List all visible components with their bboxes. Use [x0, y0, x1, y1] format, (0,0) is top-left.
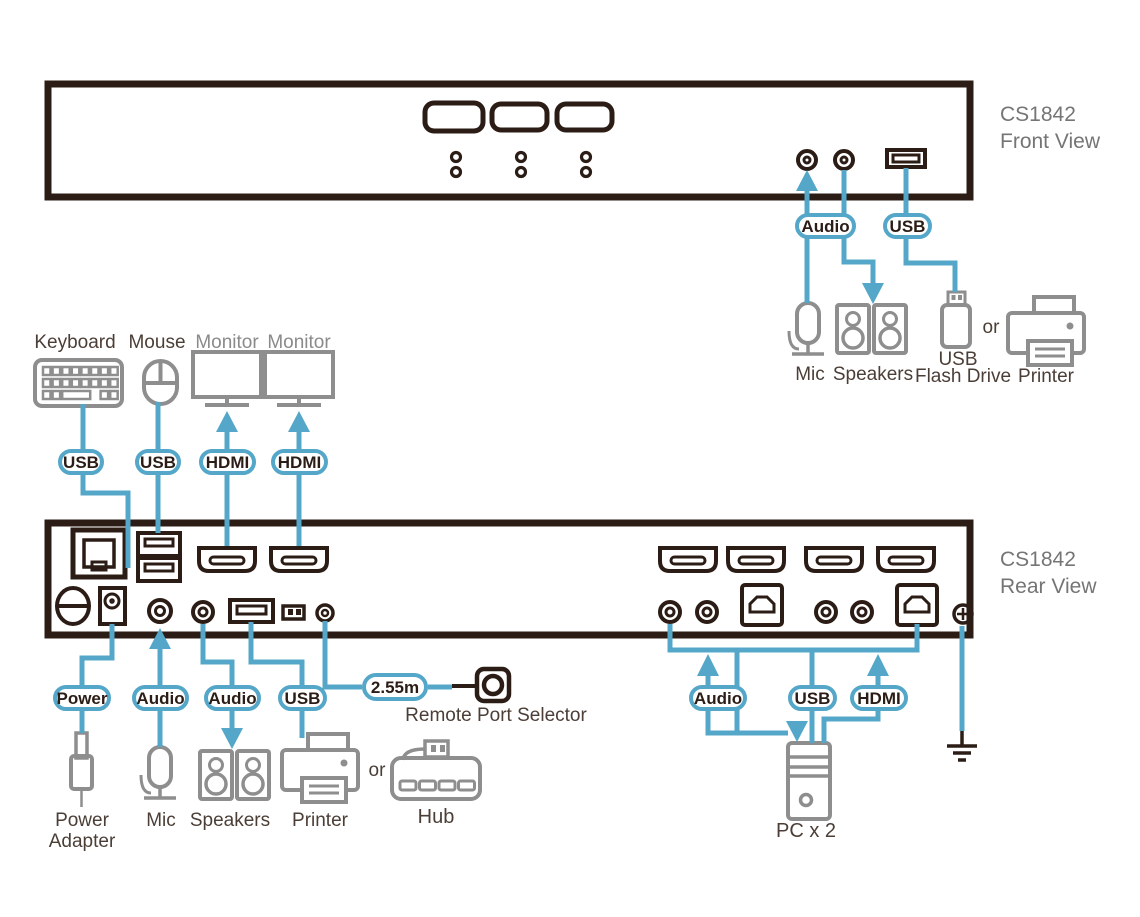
cable-power	[79, 624, 115, 733]
arrow-up-rear-mic	[149, 628, 171, 649]
rear-panel-outline	[44, 519, 974, 639]
mouse-label: Mouse	[128, 332, 186, 353]
pc-audio-jack-icon	[658, 600, 874, 624]
rear-audio-jack-icon	[147, 598, 215, 624]
flash-drive-label-line1: USB	[938, 349, 978, 370]
speakers-icon	[835, 303, 908, 355]
rear-usb-port-icon	[228, 598, 275, 624]
tag-hdmi-monitor-left: HDMI	[199, 449, 256, 475]
arrow-down-pc-audio	[786, 721, 808, 742]
power-adapter-label-line2: Adapter	[48, 831, 116, 852]
arrow-up-front-mic	[796, 170, 818, 191]
ground-screw-icon	[952, 603, 974, 625]
led-icon	[449, 150, 593, 179]
tag-usb-front: USB	[883, 213, 932, 239]
printer-icon	[280, 732, 360, 804]
cable-remote-selector	[322, 621, 452, 690]
power-adapter-icon	[69, 731, 94, 807]
pc-tower-icon	[786, 741, 832, 821]
power-adapter-label-line1: Power	[55, 810, 109, 831]
cable-rear-usb	[248, 622, 305, 738]
hub-label: Hub	[417, 806, 455, 828]
ground-icon	[947, 731, 977, 762]
rear-mic-label: Mic	[146, 810, 176, 831]
tag-usb-keyboard: USB	[58, 449, 104, 475]
tag-hdmi-monitor-right: HDMI	[271, 449, 328, 475]
mic-icon	[139, 745, 176, 800]
front-audio-jack-icon	[796, 149, 855, 171]
cable-pc-hdmi	[821, 675, 881, 743]
monitor-left-label: Monitor	[195, 332, 259, 353]
tag-power: Power	[53, 685, 111, 711]
front-usb-port-icon	[885, 148, 927, 169]
power-switch-icon	[55, 586, 91, 626]
pc-label: PC x 2	[775, 820, 837, 842]
remote-port-selector-icon	[452, 666, 512, 704]
cable-rear-speakers	[200, 624, 235, 729]
remote-port-selector-label: Remote Port Selector	[405, 705, 587, 726]
arrow-up-pc-audio	[697, 654, 719, 676]
tag-audio-pc: Audio	[689, 685, 747, 711]
cable-keyboard-usb	[80, 404, 131, 568]
usb-flash-drive-icon	[940, 290, 972, 349]
remote-jack-icon	[315, 603, 335, 623]
keyboard-label: Keyboard	[34, 332, 116, 353]
arrow-up-pc-hdmi	[867, 654, 889, 676]
front-mic-label: Mic	[795, 364, 825, 385]
mic-icon	[787, 301, 824, 356]
rear-panel-title-view: Rear View	[1000, 575, 1097, 598]
rear-or-label: or	[368, 760, 386, 781]
arrow-up-monitor-right	[288, 411, 310, 432]
rear-printer-label: Printer	[292, 810, 348, 831]
tag-audio-rear-speakers: Audio	[204, 685, 261, 711]
arrow-up-monitor-left	[216, 411, 238, 432]
tag-usb-rear: USB	[278, 685, 327, 711]
cable-pc-bracket	[667, 624, 920, 653]
monitor-right-label: Monitor	[267, 332, 331, 353]
printer-icon	[1006, 295, 1086, 367]
front-or-label: or	[982, 317, 1000, 338]
flash-drive-label-line2: Flash Drive	[914, 366, 1012, 387]
hdmi-port-icon	[197, 546, 936, 573]
front-panel-title-view: Front View	[1000, 130, 1100, 153]
tag-audio-front: Audio	[795, 213, 856, 239]
tag-usb-pc: USB	[788, 685, 837, 711]
hub-icon	[390, 739, 482, 801]
front-panel-outline	[44, 80, 974, 201]
tag-usb-mouse: USB	[135, 449, 181, 475]
rear-speakers-label: Speakers	[189, 810, 271, 831]
keyboard-icon	[33, 358, 124, 408]
arrow-down-rear-speakers	[221, 728, 243, 749]
front-speakers-label: Speakers	[832, 364, 914, 385]
console-usb-ports-icon	[136, 531, 182, 583]
mouse-icon	[142, 359, 179, 406]
pushbutton-icon	[422, 100, 615, 134]
usb-b-port-icon	[740, 583, 939, 627]
tag-audio-rear-mic: Audio	[132, 685, 189, 711]
speakers-icon	[198, 749, 271, 801]
tag-cable-length: 2.55m	[362, 673, 428, 701]
front-panel-title-model: CS1842	[1000, 103, 1076, 126]
arrow-down-front-speakers	[862, 283, 884, 304]
rj45-port-icon	[70, 527, 128, 580]
monitor-icon	[191, 350, 335, 407]
tag-hdmi-pc: HDMI	[850, 685, 908, 711]
rear-panel-title-model: CS1842	[1000, 548, 1076, 571]
power-jack-icon	[98, 586, 127, 626]
dcc-port-icon	[281, 604, 306, 621]
front-printer-label: Printer	[1018, 366, 1074, 387]
